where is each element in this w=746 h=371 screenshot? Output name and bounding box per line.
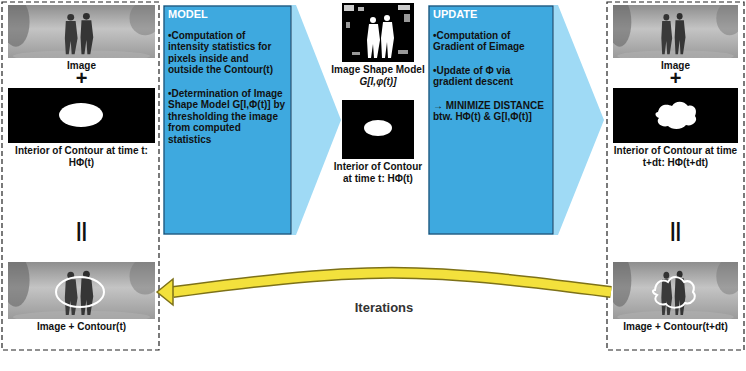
step-bullet: •Update of Φ via gradient descent — [433, 65, 548, 88]
photo — [2, 0, 161, 62]
panel-caption: Image Shape Model — [330, 64, 426, 76]
shape-model-image — [342, 3, 414, 62]
step-bullet: •Determination of Image Shape Model G[I,… — [168, 88, 286, 146]
step-bullet: •Computation of intensity statistics for… — [168, 30, 286, 76]
arrow-shaft — [173, 273, 611, 292]
operator-symbol: || — [76, 220, 87, 240]
image-panel: Interior of Contour at time t: HΦ(t) — [6, 88, 157, 168]
operator-symbol: + — [76, 68, 88, 88]
operator-symbol: || — [670, 220, 681, 240]
panel-caption: Image + Contour(t) — [6, 321, 157, 333]
image-panel: Image + Contour(t) — [6, 262, 157, 333]
image-panel: Image — [6, 5, 157, 72]
text-panel — [164, 6, 291, 234]
photo-with-contour — [2, 254, 161, 323]
image-panel: Image Shape ModelG[I,φ(t)] — [330, 3, 426, 87]
arrow-body — [428, 5, 604, 235]
photo — [608, 0, 743, 62]
mask-image — [342, 100, 414, 159]
step-bullet: •Computation of Gradient of Eimage — [433, 30, 548, 53]
operator-symbol: + — [670, 68, 682, 88]
step-arrow: UPDATE •Computation of Gradient of Eimage… — [428, 5, 604, 235]
mask-image — [8, 88, 155, 143]
panel-caption: Interior of Contour at time t: HΦ(t) — [6, 145, 157, 168]
image-panel: Interior of Contour at time t+dt: HΦ(t+d… — [611, 88, 740, 168]
step-heading: MODEL — [168, 8, 286, 21]
text-panel — [429, 6, 553, 234]
photo-with-contour — [608, 254, 743, 323]
panel-caption: Interior of Contour at time t+dt: HΦ(t+d… — [611, 145, 740, 168]
mask-image — [613, 88, 738, 143]
arrow-head — [157, 279, 173, 305]
edge-label: Iterations — [352, 300, 417, 315]
arrow-outline — [173, 273, 611, 292]
text-column: UPDATE •Computation of Gradient of Eimage… — [433, 8, 548, 123]
step-heading: UPDATE — [433, 8, 548, 21]
image-panel: Interior of Contour at time t: HΦ(t) — [330, 100, 426, 184]
panel-caption: G[I,φ(t)] — [330, 76, 426, 88]
image-panel: Image + Contour(t+dt) — [611, 262, 740, 333]
step-arrow: MODEL •Computation of intensity statistic… — [163, 5, 341, 235]
text-column: MODEL •Computation of intensity statistic… — [168, 8, 286, 145]
image-panel: Image — [611, 5, 740, 72]
panel-caption: Image + Contour(t+dt) — [611, 321, 740, 333]
panel-caption: Interior of Contour at time t: HΦ(t) — [330, 161, 426, 184]
step-bullet: → MINIMIZE DISTANCE btw. HΦ(t) & G[I,Φ(t… — [433, 100, 548, 123]
arrow-body — [163, 5, 341, 235]
